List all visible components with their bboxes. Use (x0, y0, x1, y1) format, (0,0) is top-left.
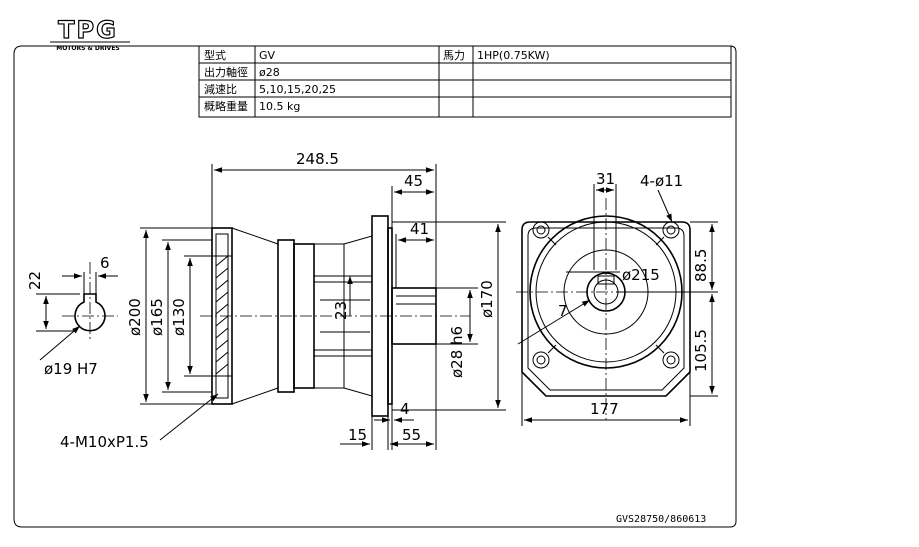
spec-label-shaft: 出力軸徑 (204, 65, 248, 79)
square-width-label: 177 (590, 400, 619, 418)
spec-value-ratio: 5,10,15,20,25 (259, 83, 336, 96)
gearbox-side-view (200, 215, 470, 417)
spec-value-model: GV (259, 49, 276, 62)
key-length-label: 41 (410, 220, 429, 238)
pilot-offset-label: 23 (332, 301, 350, 320)
key-angle-label: 7 (558, 302, 568, 320)
flange-diameter-label: ø200 (126, 298, 144, 336)
spigot-depth-label: 4 (400, 400, 410, 418)
logo: TPG MOTORS & DRIVES (50, 15, 130, 52)
spec-label-ratio: 減速比 (204, 82, 237, 96)
shaft-length-label: 45 (404, 172, 423, 190)
overall-length-label: 248.5 (296, 150, 339, 168)
keyway-detail: 6 22 ø19 H7 (26, 254, 118, 378)
front-dimensions: 31 4-ø11 ø215 7 88.5 105.5 177 (517, 170, 718, 426)
inner-diameter-label: ø165 (148, 298, 166, 336)
side-dimensions: 248.5 45 41 23 ø28 h6 ø170 ø200 ø165 (60, 150, 506, 451)
pcd-label: ø215 (622, 266, 660, 284)
mount-holes-label: 4-ø11 (640, 172, 683, 190)
spec-label-weight: 概略重量 (204, 99, 248, 113)
spec-value-weight: 10.5 kg (259, 100, 300, 113)
spec-table: 型式 GV 出力軸徑 ø28 減速比 5,10,15,20,25 概略重量 10… (198, 45, 732, 118)
upper-height-label: 88.5 (692, 249, 710, 282)
shaft-projection-label: 55 (402, 426, 421, 444)
bolt-circle-label: ø170 (478, 280, 496, 318)
tap-label: 4-M10xP1.5 (60, 433, 149, 451)
lower-height-label: 105.5 (692, 329, 710, 372)
gearbox-front-view (516, 198, 700, 420)
logo-mark: TPG (58, 16, 118, 44)
keyway-width-label: 6 (100, 254, 110, 272)
spigot-diameter-label: ø130 (170, 298, 188, 336)
shaft-diameter-label: ø28 h6 (448, 326, 466, 378)
drawing-number: GVS28750/860613 (616, 514, 706, 525)
spec-value-shaft: ø28 (259, 66, 280, 79)
spec-label-power: 馬力 (443, 49, 465, 62)
sheet-border (13, 45, 737, 528)
logo-tagline: MOTORS & DRIVES (56, 45, 120, 52)
keyway-depth-label: 22 (26, 271, 44, 290)
hatch-pattern (215, 255, 229, 377)
flange-thickness-label: 15 (348, 426, 367, 444)
spec-value-power: 1HP(0.75KW) (477, 49, 550, 62)
spec-label-model: 型式 (204, 48, 226, 62)
bore-label: ø19 H7 (44, 360, 98, 378)
key-offset-label: 31 (596, 170, 615, 188)
